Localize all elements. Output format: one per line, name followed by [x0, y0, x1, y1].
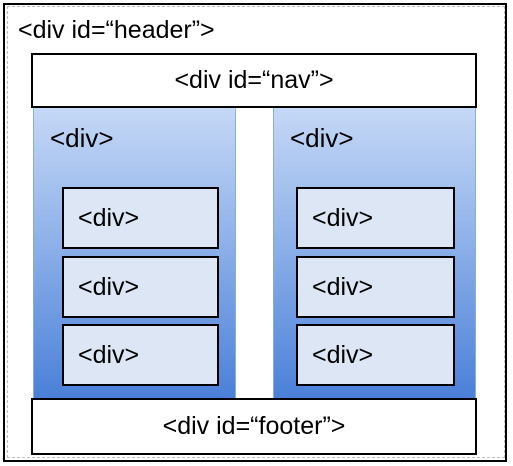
left-inner-div-1-label: <div>	[78, 203, 140, 232]
right-inner-div-2: <div>	[296, 256, 455, 318]
right-inner-div-3-label: <div>	[312, 340, 374, 369]
right-inner-div-1: <div>	[296, 187, 455, 249]
left-inner-div-3: <div>	[62, 324, 219, 386]
right-inner-div-3: <div>	[296, 324, 455, 386]
nav-label: <div id=“nav”>	[174, 66, 334, 94]
left-inner-div-2-label: <div>	[78, 272, 140, 301]
nav-box: <div id=“nav”>	[31, 53, 477, 108]
left-inner-div-2: <div>	[62, 256, 219, 318]
header-label: <div id=“header”>	[18, 16, 215, 44]
left-column-label: <div>	[50, 123, 114, 153]
right-inner-div-2-label: <div>	[312, 272, 374, 301]
left-inner-div-1: <div>	[62, 187, 219, 249]
right-column: <div> <div> <div> <div>	[273, 108, 476, 398]
left-inner-div-3-label: <div>	[78, 340, 140, 369]
dashed-frame	[7, 6, 505, 458]
footer-label: <div id=“footer”>	[162, 412, 346, 440]
header-container	[3, 3, 507, 462]
right-inner-div-1-label: <div>	[312, 203, 374, 232]
right-column-label: <div>	[290, 123, 354, 153]
left-column: <div> <div> <div> <div>	[33, 108, 236, 398]
footer-box: <div id=“footer”>	[31, 398, 477, 455]
